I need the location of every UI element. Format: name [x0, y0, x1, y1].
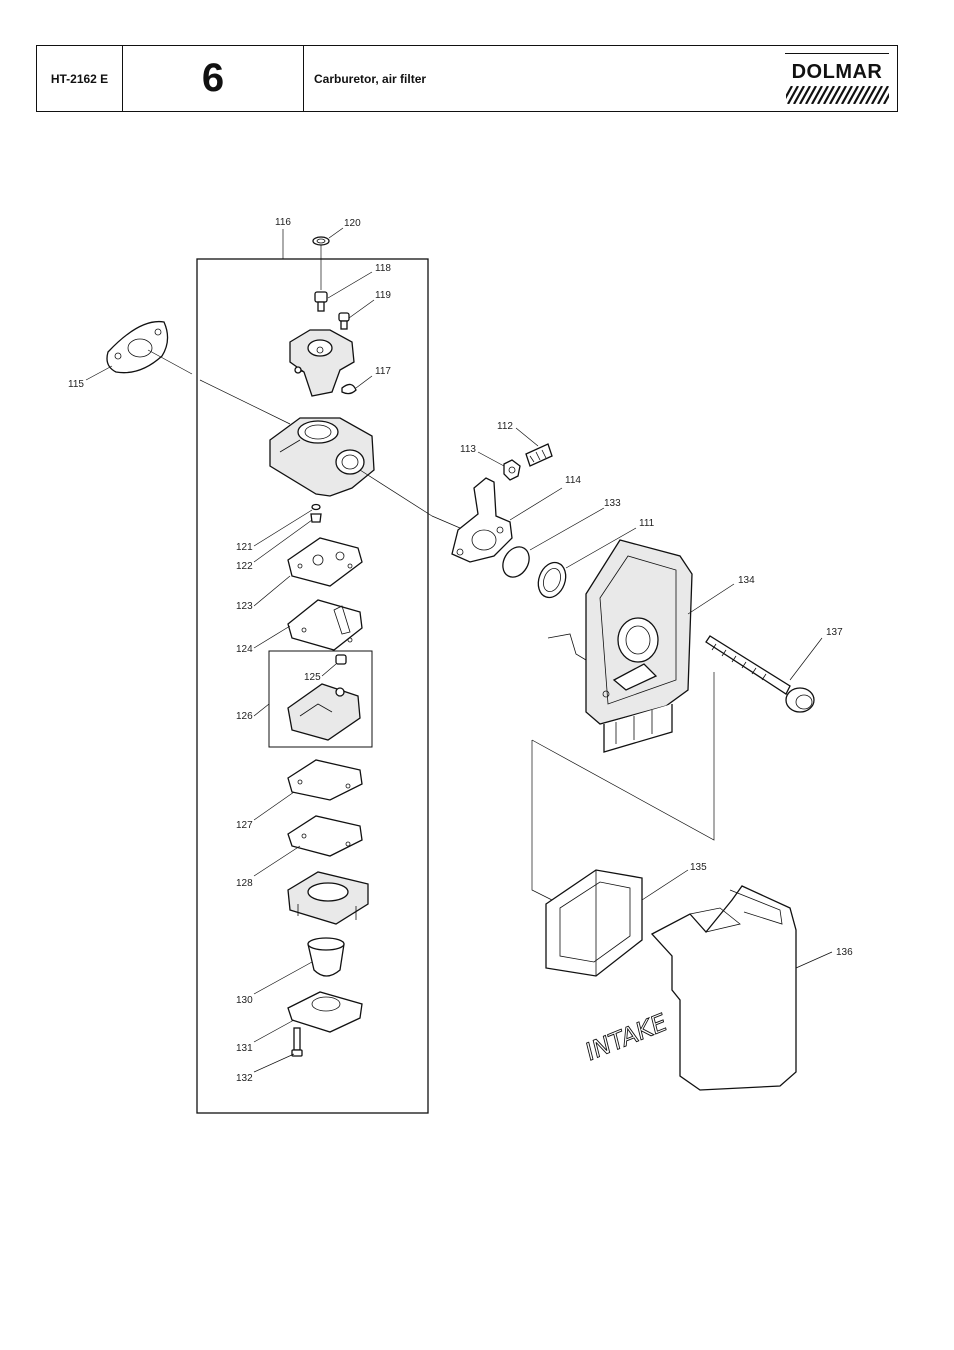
part-122-needle [310, 513, 322, 523]
label-115: 115 [68, 379, 84, 390]
label-133: 133 [604, 498, 621, 509]
part-117-clip [341, 383, 357, 395]
brand-logo: DOLMAR [785, 52, 889, 107]
part-135-filter [545, 869, 643, 977]
label-135: 135 [690, 862, 707, 873]
part-113-nut [503, 459, 521, 481]
part-133-oring [502, 546, 530, 578]
label-114: 114 [565, 475, 581, 486]
label-117: 117 [375, 366, 391, 377]
part-114-bracket [451, 477, 513, 563]
label-134: 134 [738, 575, 755, 586]
part-126-pump-frame [268, 650, 373, 748]
label-126: 126 [236, 711, 253, 722]
label-123: 123 [236, 601, 253, 612]
brand-name: DOLMAR [791, 61, 883, 83]
part-137-bolt [705, 635, 815, 713]
section-number: 6 [123, 46, 304, 111]
part-120-oring [312, 236, 330, 246]
label-130: 130 [236, 995, 253, 1006]
part-pump-cover [287, 871, 369, 925]
model-number: HT-2162 E [37, 46, 123, 111]
part-118-screw [314, 291, 328, 312]
part-132-screw [291, 1027, 303, 1057]
label-131: 131 [236, 1043, 253, 1054]
part-126-pump-body [287, 683, 361, 741]
label-121: 121 [236, 542, 253, 553]
label-127: 127 [236, 820, 253, 831]
label-112: 112 [497, 421, 513, 432]
label-125: 125 [304, 672, 321, 683]
part-128-diaphragm [287, 815, 363, 857]
logo-hatch [786, 86, 889, 104]
cover-intake-text: INTAKE [583, 1008, 669, 1067]
part-119-screw [338, 312, 350, 330]
logo-rule [785, 53, 889, 54]
part-112-screw [525, 443, 553, 467]
carburetor-kit-frame [196, 258, 429, 1114]
part-124-diaphragm [287, 599, 363, 651]
part-123-plate [287, 537, 363, 587]
part-111-gasket [537, 561, 567, 599]
part-125-cap [335, 654, 347, 665]
part-121-oring [311, 503, 321, 511]
label-116: 116 [275, 217, 291, 228]
part-131-retainer [287, 991, 363, 1033]
part-throttle-body [289, 329, 355, 397]
label-124: 124 [236, 644, 253, 655]
part-115-gasket [106, 320, 169, 374]
label-118: 118 [375, 263, 391, 274]
label-122: 122 [236, 561, 253, 572]
label-120: 120 [344, 218, 361, 229]
label-111: 111 [639, 518, 655, 529]
label-132: 132 [236, 1073, 253, 1084]
page-header: HT-2162 E 6 Carburetor, air filter DOLMA… [36, 45, 898, 112]
label-113: 113 [460, 444, 476, 455]
part-134-filter-housing [547, 539, 693, 753]
section-title: Carburetor, air filter [314, 71, 427, 86]
part-carburetor-body [269, 417, 375, 497]
part-127-gasket [287, 759, 363, 801]
part-130-primer-bulb [307, 937, 345, 977]
label-137: 137 [826, 627, 843, 638]
label-119: 119 [375, 290, 391, 301]
label-128: 128 [236, 878, 253, 889]
label-136: 136 [836, 947, 853, 958]
